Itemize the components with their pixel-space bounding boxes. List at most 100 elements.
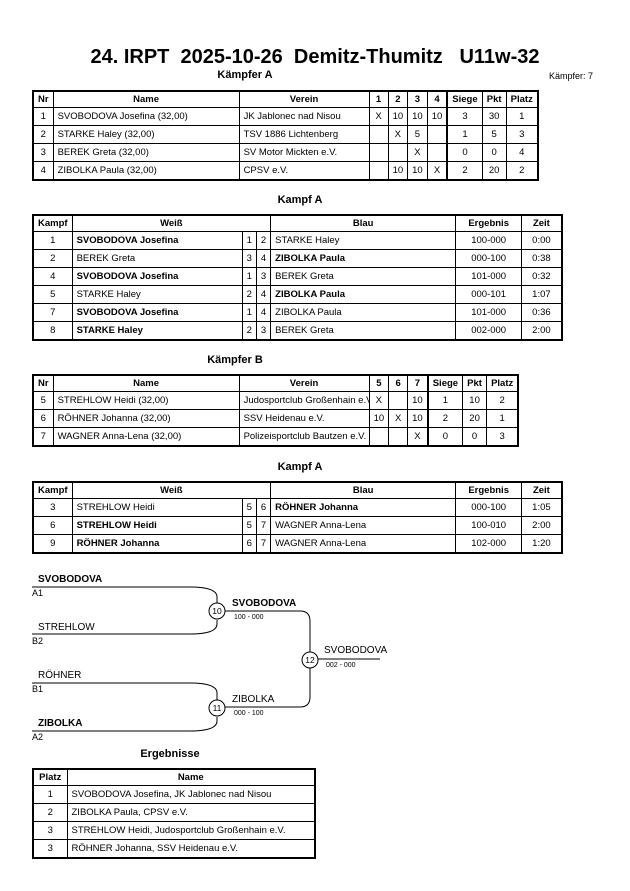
- table-cell: 1: [486, 409, 519, 428]
- col-header: Platz: [486, 374, 519, 392]
- bracket-entry-3: RÖHNER: [38, 670, 82, 681]
- table-cell: 6: [32, 409, 54, 428]
- page-title: 24. IRPT 2025-10-26 Demitz-Thumitz U11w-…: [90, 46, 540, 68]
- result-name: STREHLOW Heidi, Judosportclub Großenhain…: [66, 821, 316, 840]
- fight-time: 0:36: [521, 303, 563, 322]
- fight-time: 2:00: [521, 516, 563, 535]
- fight-12-number: 12: [305, 655, 315, 665]
- col-header: Name: [66, 768, 316, 786]
- table-cell: 0: [481, 143, 507, 162]
- fight-result: 002-000: [455, 321, 523, 341]
- table-cell: [368, 161, 389, 181]
- result-name: ZIBOLKA Paula, CPSV e.V.: [66, 803, 316, 822]
- table-cell: 2: [505, 161, 539, 181]
- fight-10-marker: [208, 602, 226, 620]
- table-cell: SSV Heidenau e.V.: [238, 409, 370, 428]
- result-place: 3: [32, 839, 68, 859]
- table-cell: 4: [505, 143, 539, 162]
- semi2-winner: ZIBOLKA: [232, 694, 275, 705]
- fight-10-number: 10: [212, 606, 222, 616]
- blue-fighter: BEREK Greta: [270, 321, 457, 341]
- bracket-seed-3: B1: [32, 684, 44, 694]
- fight-12-marker: [301, 651, 319, 669]
- blue-fighter: ZIBOLKA Paula: [270, 303, 457, 322]
- fight-time: 2:00: [521, 321, 563, 341]
- semi2-score: 000 - 100: [234, 710, 264, 717]
- table-cell: X: [407, 427, 429, 447]
- fights-b-heading: Kampf A: [277, 461, 323, 473]
- table-cell: X: [388, 409, 409, 428]
- fight-11-marker: [208, 699, 226, 717]
- semi1-score: 100 - 000: [234, 614, 264, 621]
- results-heading: Ergebnisse: [140, 748, 200, 760]
- white-number: 1: [241, 303, 257, 322]
- table-cell: 20: [481, 161, 507, 181]
- pool-a-table: Nr Name Verein 1 2 3 4 Siege Pkt Platz 1…: [32, 90, 539, 181]
- fight-number: 9: [32, 534, 73, 554]
- bracket-entry-1: SVOBODOVA: [38, 574, 103, 585]
- table-cell: 4: [32, 161, 54, 181]
- table-cell: SV Motor Mickten e.V.: [238, 143, 370, 162]
- bracket-entry-4: ZIBOLKA: [38, 718, 83, 729]
- fighter-count: Kämpfer: 7: [549, 71, 594, 81]
- table-cell: [368, 143, 389, 162]
- table-cell: Polizeisportclub Bautzen e.V.: [238, 427, 370, 447]
- white-number: 3: [241, 249, 257, 268]
- semi1-winner: SVOBODOVA: [232, 598, 297, 609]
- fights-b-header-row: Kampf Weiß Blau Ergebnis Zeit: [32, 481, 563, 499]
- blue-number: 7: [255, 516, 272, 535]
- white-fighter: STARKE Haley: [71, 321, 243, 341]
- table-cell: 3: [486, 427, 519, 447]
- table-cell: 3: [32, 143, 54, 162]
- fights-a-header-row: Kampf Weiß Blau Ergebnis Zeit: [32, 214, 563, 232]
- bracket-seed-4: A2: [32, 732, 44, 742]
- table-cell: 0: [462, 427, 488, 447]
- fight-number: 6: [32, 516, 73, 535]
- fight-11-number: 11: [213, 703, 222, 713]
- table-cell: 20: [462, 409, 488, 428]
- bracket-seed-1: A1: [32, 588, 44, 598]
- col-header: Platz: [32, 768, 68, 786]
- white-number: 5: [241, 516, 257, 535]
- result-place: 3: [32, 821, 68, 840]
- result-name: RÖHNER Johanna, SSV Heidenau e.V.: [66, 839, 316, 859]
- fight-number: 8: [32, 321, 73, 341]
- pool-b-heading: Kämpfer B: [207, 354, 263, 366]
- white-fighter: RÖHNER Johanna: [71, 534, 243, 554]
- blue-number: 4: [255, 249, 272, 268]
- result-place: 1: [32, 785, 68, 804]
- result-place: 2: [32, 803, 68, 822]
- blue-number: 7: [255, 534, 272, 554]
- fight-result: 100-010: [455, 516, 523, 535]
- final-score: 002 - 000: [326, 662, 356, 669]
- fight-number: 7: [32, 303, 73, 322]
- fight-result: 101-000: [455, 303, 523, 322]
- white-number: 6: [241, 534, 257, 554]
- white-number: 2: [241, 321, 257, 341]
- fight-time: 1:20: [521, 534, 563, 554]
- result-name: SVOBODOVA Josefina, JK Jablonec nad Niso…: [66, 785, 316, 804]
- table-cell: 7: [32, 427, 54, 447]
- results-header-row: Platz Name: [32, 768, 316, 786]
